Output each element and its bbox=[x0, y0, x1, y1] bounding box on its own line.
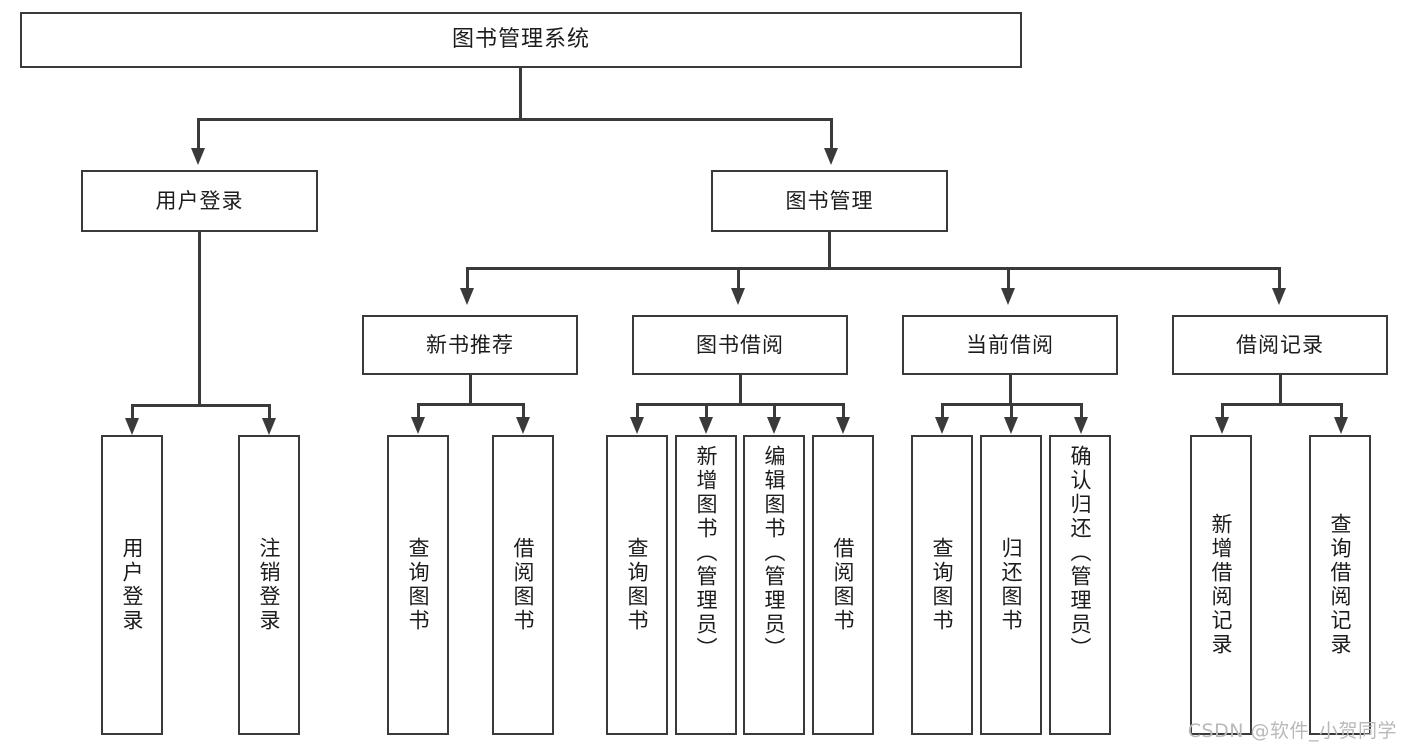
arrowhead-bm-to-new-book bbox=[460, 288, 474, 305]
arrowhead-nb-leaf-1 bbox=[516, 417, 530, 434]
connector-borrow-records-stem bbox=[1279, 375, 1282, 405]
node-current-borrow[interactable]: 当前借阅 bbox=[902, 315, 1118, 375]
node-label: 图书借阅 bbox=[696, 332, 784, 357]
arrowhead-nb-leaf-0 bbox=[411, 417, 425, 434]
arrowhead-user-login-leaf-0 bbox=[125, 418, 139, 435]
connector-root-to-book-management bbox=[830, 118, 833, 152]
node-label: 新增图书（管理员） bbox=[694, 445, 719, 661]
leaf-borrow-records-add-record[interactable]: 新增借阅记录 bbox=[1190, 435, 1252, 735]
node-label: 借阅图书 bbox=[831, 537, 856, 633]
connector-bm-to-borrow-records bbox=[1278, 267, 1281, 293]
leaf-user-login-login[interactable]: 用户登录 bbox=[101, 435, 163, 735]
connector-br-to-leaf-1 bbox=[1340, 403, 1343, 423]
connector-borrow-records-bus bbox=[1221, 403, 1340, 406]
arrowhead-root-to-user-login bbox=[191, 148, 205, 165]
node-book-borrow[interactable]: 图书借阅 bbox=[632, 315, 848, 375]
arrowhead-bb-leaf-1 bbox=[699, 417, 713, 434]
node-label: 查询图书 bbox=[625, 537, 650, 633]
arrowhead-bb-leaf-0 bbox=[630, 417, 644, 434]
connector-new-book-stem bbox=[469, 375, 472, 405]
connector-new-book-bus bbox=[417, 403, 522, 406]
arrowhead-root-to-book-management bbox=[824, 148, 838, 165]
arrowhead-bb-leaf-3 bbox=[836, 417, 850, 434]
connector-root-stem bbox=[519, 68, 522, 120]
node-user-login[interactable]: 用户登录 bbox=[81, 170, 318, 232]
connector-user-login-to-leaf-1 bbox=[268, 404, 271, 424]
leaf-book-borrow-add-book-admin[interactable]: 新增图书（管理员） bbox=[675, 435, 737, 735]
node-label: 查询借阅记录 bbox=[1328, 513, 1353, 657]
connector-user-login-bus bbox=[131, 404, 268, 407]
node-new-book-recommend[interactable]: 新书推荐 bbox=[362, 315, 578, 375]
arrowhead-cb-leaf-0 bbox=[935, 417, 949, 434]
node-label: 借阅图书 bbox=[511, 537, 536, 633]
connector-nb-to-leaf-0 bbox=[417, 403, 420, 423]
leaf-borrow-records-query-record[interactable]: 查询借阅记录 bbox=[1309, 435, 1371, 735]
connector-current-borrow-stem bbox=[1009, 375, 1012, 405]
connector-cb-to-leaf-1 bbox=[1010, 403, 1013, 423]
connector-br-to-leaf-0 bbox=[1221, 403, 1224, 423]
connector-root-bus bbox=[197, 118, 833, 121]
node-label: 图书管理 bbox=[785, 188, 874, 213]
node-label: 确认归还（管理员） bbox=[1068, 445, 1093, 661]
connector-nb-to-leaf-1 bbox=[522, 403, 525, 423]
leaf-book-borrow-borrow-book[interactable]: 借阅图书 bbox=[812, 435, 874, 735]
connector-bb-to-leaf-3 bbox=[842, 403, 845, 423]
leaf-new-book-query-book[interactable]: 查询图书 bbox=[387, 435, 449, 735]
leaf-book-borrow-edit-book-admin[interactable]: 编辑图书（管理员） bbox=[743, 435, 805, 735]
leaf-new-book-borrow-book[interactable]: 借阅图书 bbox=[492, 435, 554, 735]
arrowhead-cb-leaf-1 bbox=[1004, 417, 1018, 434]
node-borrow-records[interactable]: 借阅记录 bbox=[1172, 315, 1388, 375]
connector-cb-to-leaf-0 bbox=[941, 403, 944, 423]
connector-bm-to-book-borrow bbox=[737, 267, 740, 293]
arrowhead-bm-to-current-borrow bbox=[1001, 288, 1015, 305]
leaf-current-borrow-return-book[interactable]: 归还图书 bbox=[980, 435, 1042, 735]
connector-book-management-stem bbox=[828, 232, 831, 269]
connector-book-borrow-stem bbox=[739, 375, 742, 405]
node-label: 用户登录 bbox=[120, 537, 145, 633]
node-label: 当前借阅 bbox=[966, 332, 1054, 357]
connector-cb-to-leaf-2 bbox=[1080, 403, 1083, 423]
node-label: 图书管理系统 bbox=[451, 27, 590, 53]
connector-bb-to-leaf-0 bbox=[636, 403, 639, 423]
arrowhead-bm-to-book-borrow bbox=[731, 288, 745, 305]
leaf-book-borrow-query-book[interactable]: 查询图书 bbox=[606, 435, 668, 735]
node-label: 新书推荐 bbox=[426, 332, 514, 357]
connector-bm-to-new-book bbox=[466, 267, 469, 293]
node-label: 借阅记录 bbox=[1236, 332, 1324, 357]
connector-book-management-bus bbox=[466, 267, 1278, 270]
arrowhead-user-login-leaf-1 bbox=[262, 418, 276, 435]
connector-book-borrow-bus bbox=[636, 403, 844, 406]
leaf-current-borrow-query-book[interactable]: 查询图书 bbox=[911, 435, 973, 735]
node-label: 归还图书 bbox=[999, 537, 1024, 633]
connector-user-login-to-leaf-0 bbox=[131, 404, 134, 424]
arrowhead-cb-leaf-2 bbox=[1074, 417, 1088, 434]
connector-bb-to-leaf-2 bbox=[773, 403, 776, 423]
connector-bm-to-current-borrow bbox=[1007, 267, 1010, 293]
leaf-current-borrow-confirm-return-admin[interactable]: 确认归还（管理员） bbox=[1049, 435, 1111, 735]
arrowhead-br-leaf-0 bbox=[1215, 417, 1229, 434]
node-root-book-management-system[interactable]: 图书管理系统 bbox=[20, 12, 1022, 68]
connector-root-to-user-login bbox=[197, 118, 200, 152]
node-label: 查询图书 bbox=[930, 537, 955, 633]
csdn-watermark: CSDN @软件_小贺同学 bbox=[1187, 720, 1397, 742]
node-book-management[interactable]: 图书管理 bbox=[711, 170, 948, 232]
leaf-user-login-logout[interactable]: 注销登录 bbox=[238, 435, 300, 735]
node-label: 编辑图书（管理员） bbox=[762, 445, 787, 661]
node-label: 用户登录 bbox=[155, 188, 244, 213]
connector-bb-to-leaf-1 bbox=[705, 403, 708, 423]
node-label: 新增借阅记录 bbox=[1209, 513, 1234, 657]
arrowhead-bm-to-borrow-records bbox=[1272, 288, 1286, 305]
arrowhead-bb-leaf-2 bbox=[767, 417, 781, 434]
node-label: 注销登录 bbox=[257, 537, 282, 633]
arrowhead-br-leaf-1 bbox=[1334, 417, 1348, 434]
node-label: 查询图书 bbox=[406, 537, 431, 633]
connector-user-login-stem bbox=[198, 232, 201, 406]
